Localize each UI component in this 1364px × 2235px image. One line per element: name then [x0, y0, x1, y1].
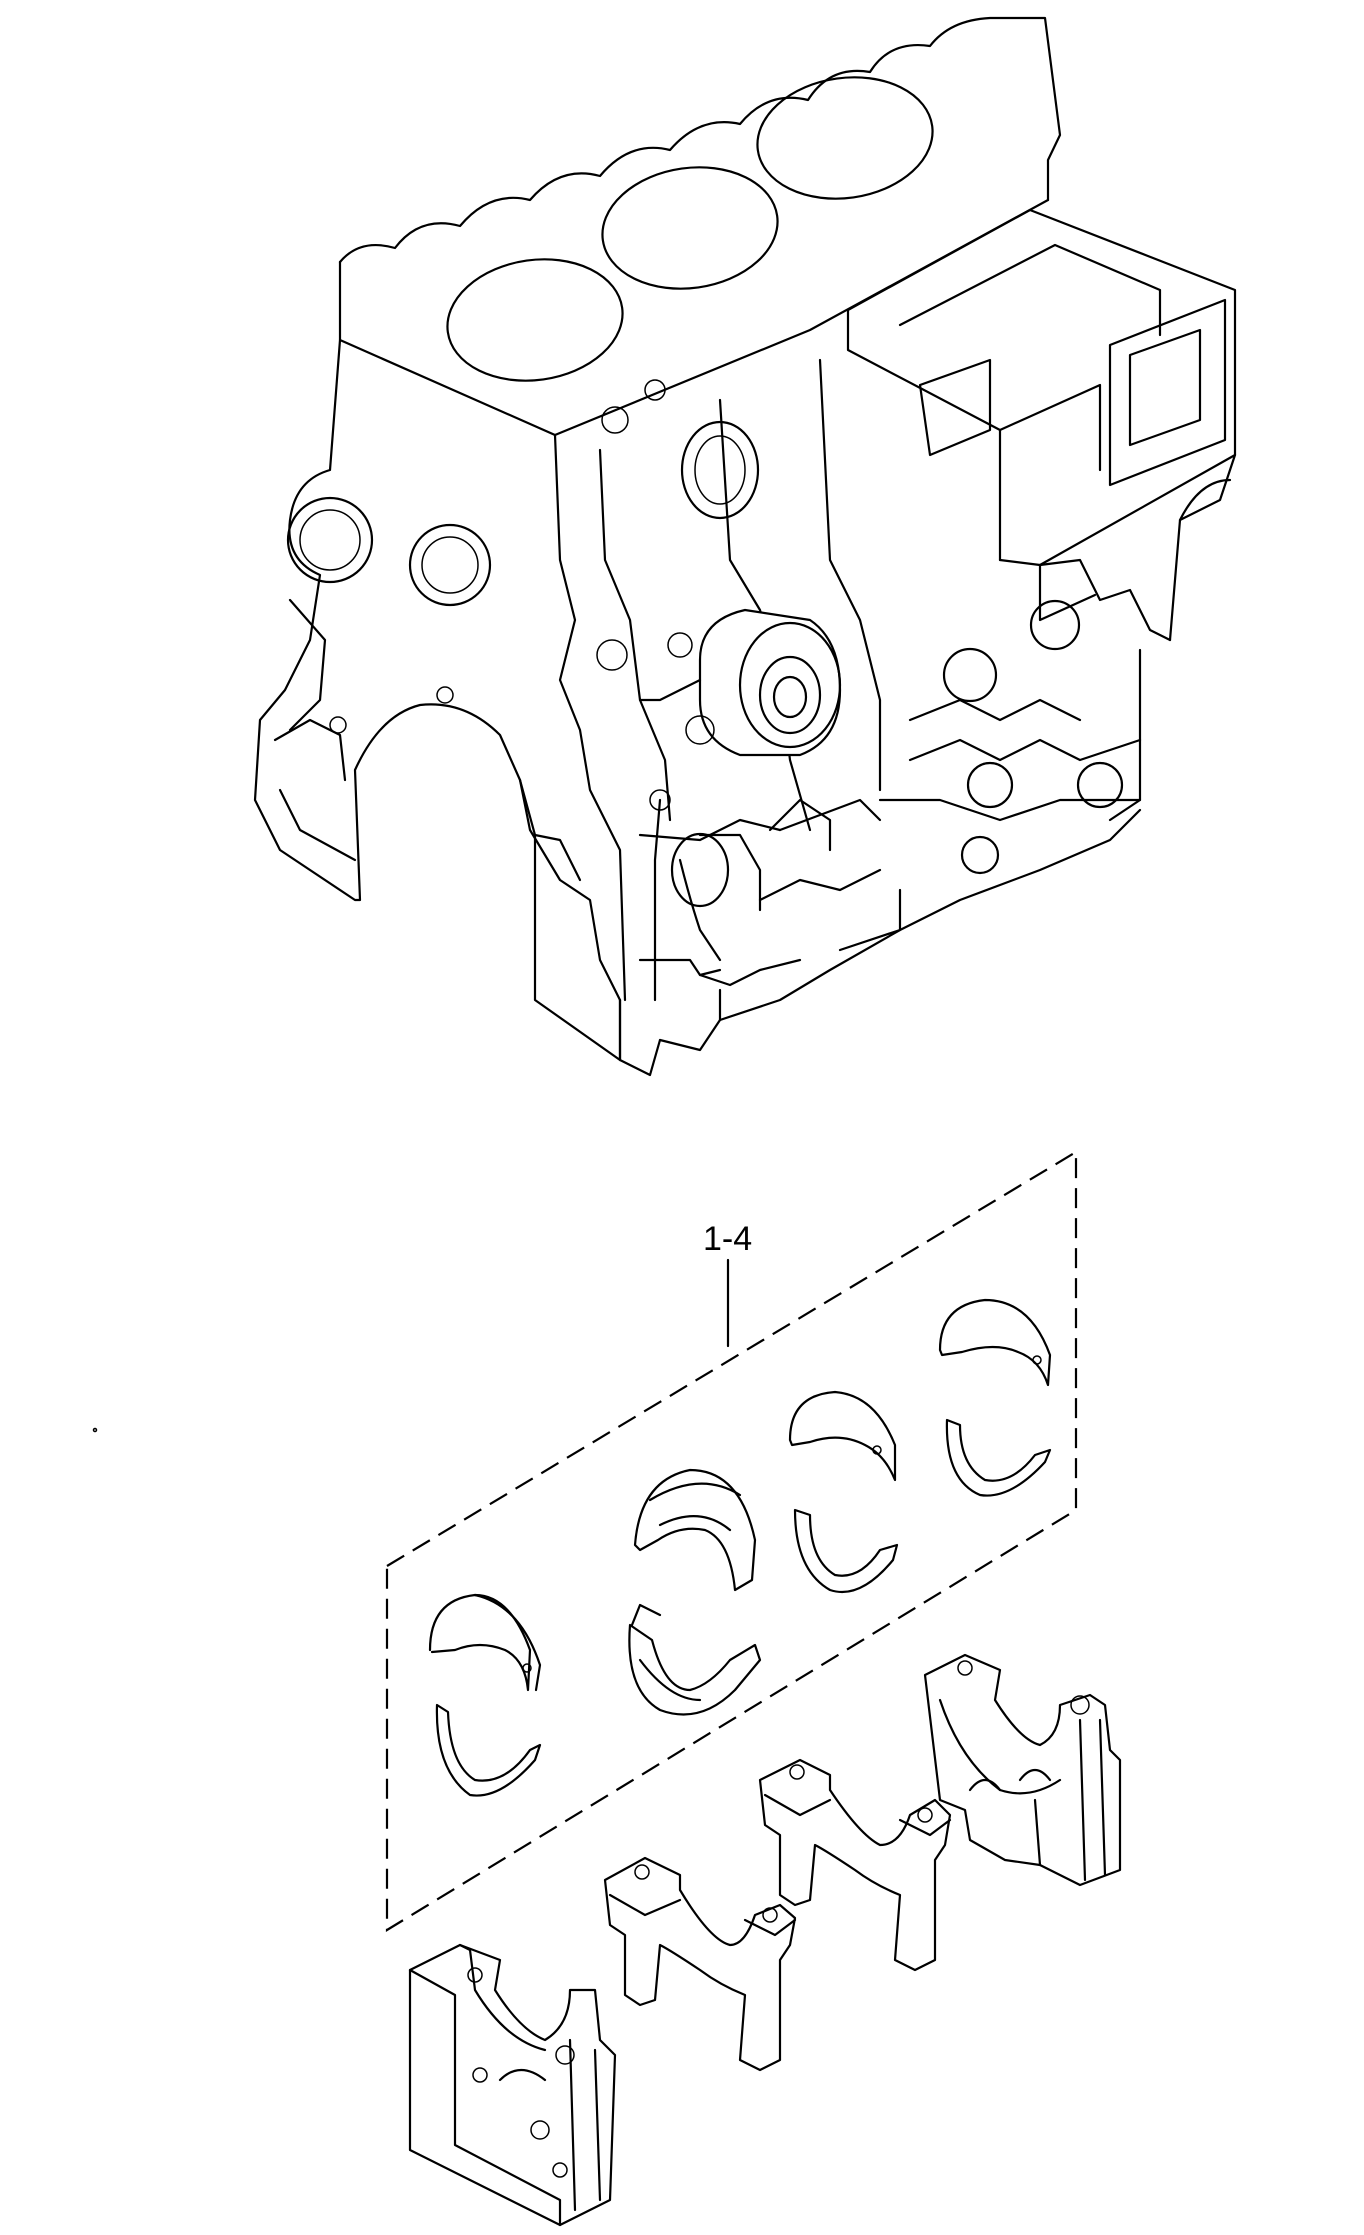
oil-filter-mount — [698, 608, 842, 757]
bearing-cap-2 — [603, 1856, 797, 2072]
dowel-boss-1 — [670, 832, 730, 908]
callout-label: 1-4 — [703, 1220, 752, 1258]
main-bearing-caps — [408, 1653, 1122, 2227]
stray-mark — [92, 1427, 98, 1433]
bearing-shell-lower-2 — [628, 1603, 762, 1716]
bearing-shell-upper-4 — [938, 1298, 1052, 1387]
engine-cylinder-block — [253, 16, 1237, 1077]
cylinder-bore-1 — [446, 258, 624, 382]
bearing-boss-right-4 — [960, 835, 1000, 875]
bearing-boss-right-1 — [942, 647, 998, 703]
bearing-boss-right-5 — [966, 761, 1014, 809]
block-left-face — [253, 338, 622, 1062]
bearing-boss-right-2 — [1029, 599, 1081, 651]
block-deck-top — [338, 16, 1062, 264]
cylinder-bore-3 — [756, 76, 934, 200]
bearing-shell-upper-2 — [633, 1468, 757, 1592]
bearing-shell-lower-1 — [435, 1703, 542, 1797]
callout-1-4: 1-4 — [703, 1220, 752, 1348]
bearing-cap-1 — [408, 1943, 617, 2227]
bearing-boss-right-3 — [1076, 761, 1124, 809]
cylinder-bore-2 — [601, 166, 779, 290]
block-front-face — [553, 433, 627, 1002]
bearing-cap-4 — [923, 1653, 1122, 1887]
bearing-shell-upper-1 — [428, 1593, 542, 1692]
main-bearing-shell-set — [428, 1298, 1052, 1797]
bearing-shell-lower-3 — [793, 1508, 899, 1594]
left-bore-small — [408, 523, 492, 607]
bearing-cap-3 — [758, 1758, 952, 1972]
bearing-shell-upper-3 — [788, 1390, 897, 1482]
oil-gallery-boss — [680, 420, 760, 520]
bearing-shell-lower-4 — [945, 1418, 1052, 1497]
left-bore-large — [286, 496, 374, 584]
